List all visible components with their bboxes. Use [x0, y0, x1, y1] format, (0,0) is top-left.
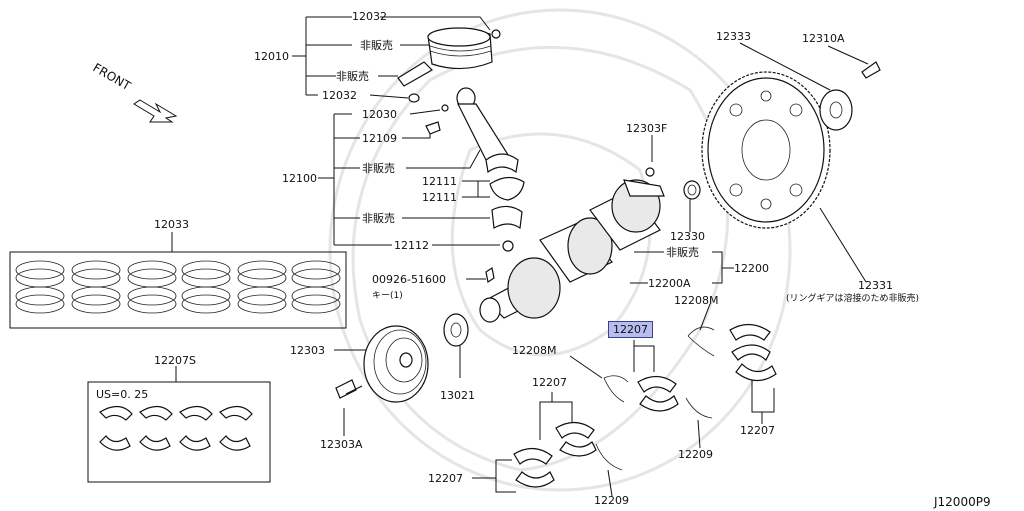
label-12100[interactable]: 12100	[282, 172, 317, 185]
piston-pin-part	[397, 61, 433, 87]
label-12208M-right[interactable]: 12208M	[674, 294, 719, 307]
pulley-bolt-part	[335, 379, 363, 399]
crank-pulley-part	[363, 325, 429, 403]
front-arrow-icon: FRONT	[91, 60, 178, 123]
woodruff-key-part	[485, 267, 495, 283]
label-12303[interactable]: 12303	[290, 344, 325, 357]
label-12310A[interactable]: 12310A	[802, 32, 845, 45]
label-12330[interactable]: 12330	[670, 230, 705, 243]
label-12010[interactable]: 12010	[254, 50, 289, 63]
label-12209-right[interactable]: 12209	[678, 448, 713, 461]
label-12111-a[interactable]: 12111	[422, 175, 457, 188]
label-12032-bottom[interactable]: 12032	[322, 89, 357, 102]
piston-part	[427, 27, 501, 70]
label-12207S[interactable]: 12207S	[154, 354, 196, 367]
label-13021[interactable]: 13021	[440, 389, 475, 402]
label-12032-top[interactable]: 12032	[352, 10, 387, 23]
crankshaft-part	[479, 167, 665, 323]
crank-sprocket-part	[443, 313, 469, 347]
label-12207-bottom[interactable]: 12207	[428, 472, 463, 485]
label-key-note: キー(1)	[372, 291, 403, 301]
label-ring-gear-note: (リングギアは溶接のため非販売)	[786, 294, 920, 304]
label-00926-51600[interactable]: 00926-51600	[372, 273, 446, 286]
main-bearing-parts	[513, 323, 777, 488]
label-12200A[interactable]: 12200A	[648, 277, 691, 290]
pilot-bushing-part	[683, 180, 701, 200]
label-nonsale-pin: 非販売	[336, 70, 369, 83]
label-nonsale-crank: 非販売	[666, 246, 699, 259]
label-12112[interactable]: 12112	[394, 239, 429, 252]
label-12303F[interactable]: 12303F	[626, 122, 668, 135]
label-12207-mid[interactable]: 12207	[532, 376, 567, 389]
label-12208M-left[interactable]: 12208M	[512, 344, 557, 357]
piston-ring-set-part	[9, 251, 347, 329]
label-nonsale-rod: 非販売	[362, 162, 395, 175]
label-12111-b[interactable]: 12111	[422, 191, 457, 204]
flywheel-part	[701, 71, 831, 229]
label-12109[interactable]: 12109	[362, 132, 397, 145]
label-12331[interactable]: 12331	[858, 279, 893, 292]
label-12033[interactable]: 12033	[154, 218, 189, 231]
front-label: FRONT	[91, 60, 134, 93]
reinforcement-plate-part	[819, 89, 853, 131]
diagram-code: J12000P9	[934, 495, 991, 509]
label-12200[interactable]: 12200	[734, 262, 769, 275]
label-12333[interactable]: 12333	[716, 30, 751, 43]
watermark-emblem	[328, 8, 792, 492]
label-12207-highlighted[interactable]: 12207	[608, 321, 653, 338]
label-12303A[interactable]: 12303A	[320, 438, 363, 451]
label-nonsale-piston: 非販売	[360, 39, 393, 52]
leader-lines	[171, 16, 869, 497]
label-12030[interactable]: 12030	[362, 108, 397, 121]
flywheel-bolt-part	[861, 61, 881, 79]
connecting-rod-part	[425, 87, 525, 252]
snap-ring-part	[408, 93, 420, 103]
label-12207-right[interactable]: 12207	[740, 424, 775, 437]
bearing-set-part	[87, 381, 271, 483]
label-us-note: US=0. 25	[96, 388, 149, 401]
label-nonsale-cap: 非販売	[362, 212, 395, 225]
label-12209-bottom[interactable]: 12209	[594, 494, 629, 507]
